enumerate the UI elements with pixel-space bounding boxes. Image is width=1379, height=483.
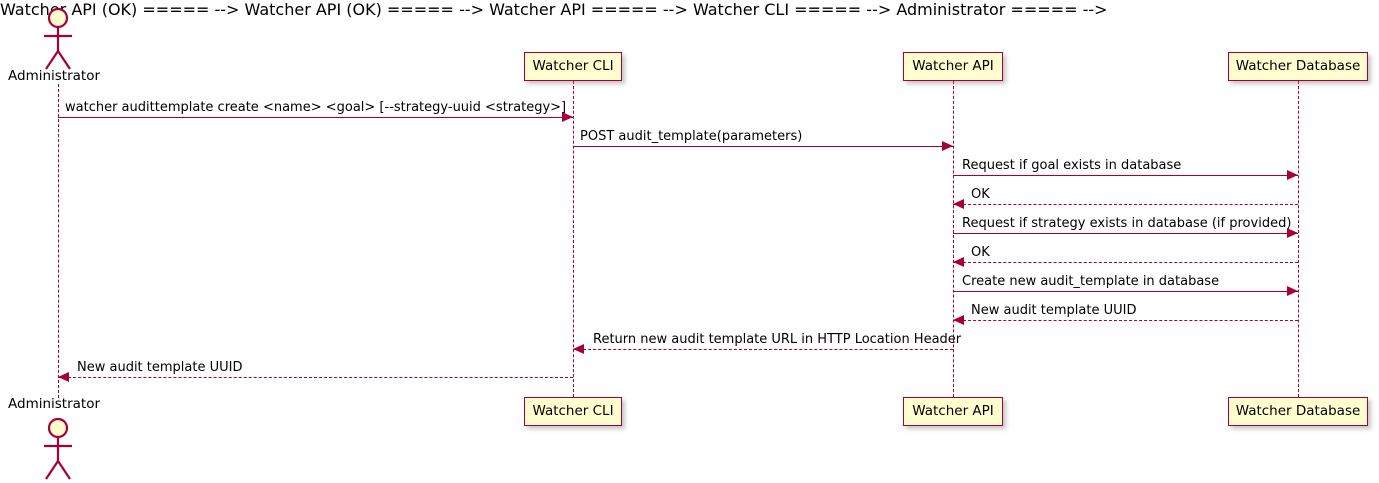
arrow-head-5-right (1287, 228, 1298, 238)
arrow-head-10-left (58, 372, 69, 382)
message-arrow-9 (573, 349, 953, 350)
participant-label-watcher-api: Watcher API (912, 57, 994, 74)
lifeline-administrator (58, 84, 59, 398)
message-arrow-10 (58, 377, 573, 378)
stick-figure-icon (44, 7, 72, 70)
message-label-5: Request if strategy exists in database (… (962, 216, 1292, 231)
message-label-8: New audit template UUID (971, 303, 1137, 318)
participant-box-watcher-cli-top[interactable]: Watcher CLI (524, 52, 622, 81)
message-arrow-2 (573, 146, 953, 147)
participant-label-watcher-cli: Watcher CLI (532, 57, 614, 74)
participant-box-watcher-cli-bottom[interactable]: Watcher CLI (524, 397, 622, 426)
message-label-1: watcher audittemplate create <name> <goa… (65, 100, 567, 115)
participant-label-watcher-api: Watcher API (912, 402, 994, 419)
actor-label-administrator-bottom: Administrator (8, 396, 101, 412)
arrow-head-7-right (1287, 286, 1298, 296)
arrow-head-3-right (1287, 170, 1298, 180)
message-label-3: Request if goal exists in database (962, 158, 1182, 173)
message-arrow-8 (953, 320, 1298, 321)
participant-box-watcher-database-top[interactable]: Watcher Database (1228, 52, 1368, 81)
arrow-head-9-left (573, 344, 584, 354)
message-label-7: Create new audit_template in database (962, 274, 1220, 289)
participant-label-watcher-database: Watcher Database (1235, 57, 1361, 74)
lifeline-watcher-api (953, 81, 954, 397)
arrow-head-4-left (953, 199, 964, 209)
arrow-head-6-left (953, 257, 964, 267)
arrow-head-1-right (562, 112, 573, 122)
participant-box-watcher-database-bottom[interactable]: Watcher Database (1228, 397, 1368, 426)
message-label-2: POST audit_template(parameters) (580, 129, 803, 144)
participant-label-watcher-database: Watcher Database (1235, 402, 1361, 419)
message-arrow-3 (953, 175, 1298, 176)
participant-box-watcher-api-bottom[interactable]: Watcher API (903, 397, 1003, 426)
message-label-9: Return new audit template URL in HTTP Lo… (593, 332, 962, 347)
message-arrow-6 (953, 262, 1298, 263)
message-arrow-4 (953, 204, 1298, 205)
message-arrow-1 (58, 117, 573, 118)
stick-figure-icon (44, 417, 72, 480)
message-arrow-7 (953, 291, 1298, 292)
participant-label-watcher-cli: Watcher CLI (532, 402, 614, 419)
lifeline-watcher-database (1298, 81, 1299, 397)
message-label-4: OK (971, 187, 990, 202)
arrow-head-2-right (942, 141, 953, 151)
message-label-6: OK (971, 245, 990, 260)
lifeline-watcher-cli (573, 81, 574, 397)
message-arrow-5 (953, 233, 1298, 234)
arrow-head-8-left (953, 315, 964, 325)
participant-box-watcher-api-top[interactable]: Watcher API (903, 52, 1003, 81)
message-label-10: New audit template UUID (77, 360, 243, 375)
actor-label-administrator-top: Administrator (8, 68, 101, 84)
